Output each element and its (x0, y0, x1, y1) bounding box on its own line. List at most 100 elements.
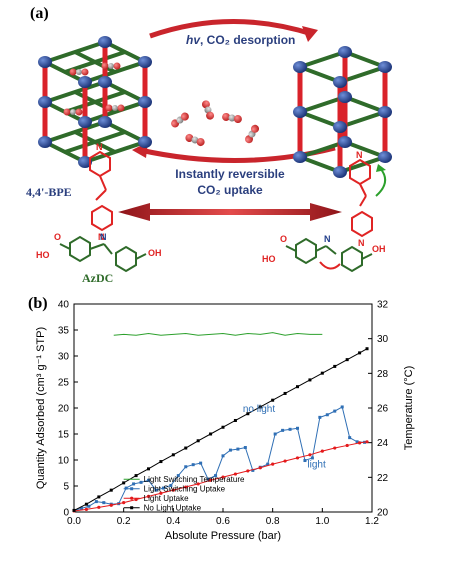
y2-tick-label: 28 (377, 369, 389, 380)
y2-tick-label: 32 (377, 300, 389, 311)
azdc-o-left: O (54, 232, 61, 242)
data-point (84, 507, 89, 511)
y2-tick-label: 24 (377, 438, 389, 449)
co2-molecules (171, 100, 259, 147)
x-tick-label: 1.2 (365, 516, 379, 527)
data-point (109, 488, 113, 492)
data-point (199, 461, 203, 465)
data-point (184, 485, 188, 489)
y-axis-right: 20 22 24 26 28 30 32 (368, 300, 389, 519)
azdc-oh-left: OH (148, 248, 162, 258)
data-point (357, 441, 362, 445)
bpe-right-n-bottom: N (358, 238, 365, 248)
rotation-arrow-green-head (376, 164, 386, 172)
data-point (209, 432, 213, 436)
data-point (94, 500, 98, 504)
x-tick-label: 1.0 (315, 516, 329, 527)
legend-marker (130, 487, 134, 491)
top-caption-rest: , CO₂ desorption (200, 33, 295, 47)
azdc-right-n: N (324, 234, 331, 244)
data-point (228, 448, 232, 452)
y2-axis-title: Temperature (°C) (403, 366, 415, 450)
data-point (124, 486, 128, 490)
top-arrow-head (302, 26, 318, 42)
bottom-caption-line2: CO₂ uptake (197, 183, 263, 197)
panel-a-label: (a) (30, 5, 49, 22)
data-point (271, 462, 275, 466)
data-point (288, 427, 292, 431)
y-tick-label: 40 (58, 300, 70, 311)
data-point (333, 364, 337, 368)
y-tick-label: 35 (58, 326, 70, 337)
data-point (258, 466, 262, 470)
data-point (246, 412, 250, 416)
data-point (79, 506, 83, 510)
series-line (73, 406, 365, 511)
data-series (72, 332, 369, 513)
x-tick-label: 0.6 (216, 516, 230, 527)
data-point (283, 459, 287, 463)
data-point (134, 474, 138, 478)
data-point (325, 413, 329, 417)
data-point (122, 501, 126, 505)
data-point (147, 478, 150, 482)
data-point (97, 505, 101, 509)
data-point (109, 503, 113, 507)
y-tick-label: 20 (58, 404, 70, 415)
y2-tick-label: 26 (377, 404, 389, 415)
legend-marker (130, 496, 134, 500)
data-point (154, 488, 158, 492)
data-point (365, 440, 369, 444)
legend-label: No Light Uptake (144, 504, 202, 513)
y-tick-label: 30 (58, 352, 70, 363)
data-point (308, 453, 312, 457)
data-point (191, 463, 195, 467)
panel-b-label: (b) (28, 295, 48, 312)
y2-tick-label: 30 (377, 334, 389, 345)
y2-tick-label: 22 (377, 473, 389, 484)
framework-right (293, 46, 392, 178)
schematic-panel-a: (a) hv, CO₂ desorption (26, 5, 392, 285)
top-curved-arrow (149, 19, 313, 39)
azdc-right-o: O (280, 234, 287, 244)
data-point (132, 482, 136, 486)
data-point (258, 405, 262, 409)
bpe-n-bottom: N (98, 232, 105, 242)
data-point (221, 475, 225, 479)
series-line (113, 332, 323, 336)
azdc-n-left: N (100, 232, 107, 242)
x-axis-title: Absolute Pressure (bar) (165, 530, 281, 542)
data-point (333, 446, 337, 450)
bpe-molecule-right (349, 158, 373, 238)
data-point (243, 446, 247, 450)
data-point (358, 351, 362, 355)
azdc-molecule-left (59, 235, 147, 273)
data-point (169, 483, 173, 487)
data-point (171, 453, 175, 457)
legend-label: Light Switching Uptake (144, 485, 226, 494)
data-point (308, 378, 312, 382)
data-point (206, 477, 210, 481)
data-point (72, 508, 76, 512)
legend-marker (130, 506, 134, 510)
y2-tick-label: 20 (377, 508, 389, 519)
legend-label: Light Uptake (144, 494, 189, 503)
data-point (233, 418, 237, 422)
data-point (233, 472, 238, 476)
data-point (208, 478, 213, 482)
data-point (176, 474, 180, 478)
bpe-label: 4,4'-BPE (26, 185, 72, 199)
y-tick-label: 10 (58, 456, 70, 467)
azdc-ho-left: HO (36, 250, 50, 260)
azdc-label: AzDC (82, 271, 113, 285)
data-point (320, 449, 324, 453)
rotation-arrow-red (319, 261, 341, 270)
data-point (296, 426, 299, 430)
data-point (102, 501, 106, 505)
x-tick-label: 0.2 (117, 516, 131, 527)
legend-label: Light Switching Temperature (144, 475, 245, 484)
y-tick-label: 5 (63, 482, 69, 493)
data-point (97, 495, 101, 499)
data-point (345, 358, 349, 362)
